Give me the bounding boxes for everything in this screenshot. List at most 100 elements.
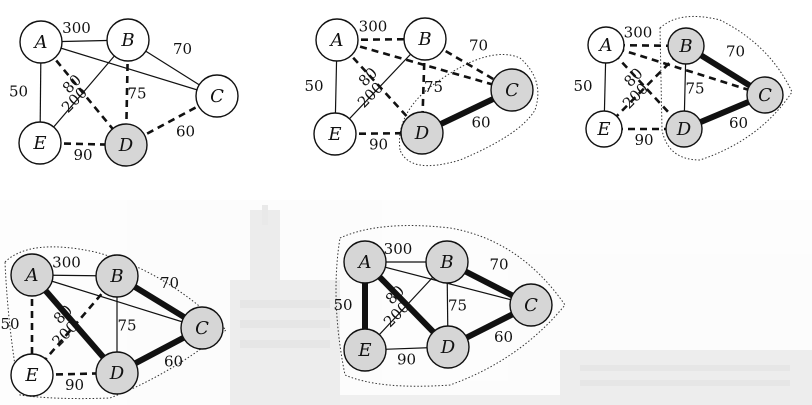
node-label-a: A bbox=[357, 252, 372, 273]
weight-label-ed: 90 bbox=[73, 146, 92, 164]
weight-label-ae: 50 bbox=[9, 83, 28, 101]
node-label-e: E bbox=[32, 133, 46, 154]
node-d bbox=[665, 110, 703, 148]
weight-label-bd: 75 bbox=[448, 297, 467, 315]
node-label-d: D bbox=[118, 135, 134, 156]
tree-region-outline bbox=[399, 54, 539, 167]
weight-label-dc: 60 bbox=[729, 114, 748, 132]
weight-label-bc: 70 bbox=[489, 256, 508, 274]
node-d bbox=[426, 325, 470, 369]
node-label-b: B bbox=[678, 36, 692, 57]
node-a bbox=[343, 240, 387, 284]
edge-be bbox=[603, 45, 687, 130]
node-e bbox=[18, 121, 62, 165]
weight-label-bd: 75 bbox=[685, 80, 704, 98]
node-label-a: A bbox=[598, 35, 613, 56]
node-a bbox=[315, 18, 359, 62]
node-label-d: D bbox=[440, 337, 456, 358]
node-a bbox=[587, 26, 625, 64]
edge-ac bbox=[336, 38, 513, 92]
weight-label-ab: 300 bbox=[384, 240, 413, 258]
node-label-c: C bbox=[210, 86, 224, 107]
node-b bbox=[403, 17, 447, 61]
edge-ac bbox=[605, 43, 766, 97]
node-label-b: B bbox=[439, 252, 453, 273]
weight-label-bd: 75 bbox=[424, 78, 443, 96]
node-label-b: B bbox=[109, 266, 123, 287]
node-c bbox=[746, 76, 784, 114]
edge-ad bbox=[39, 41, 128, 146]
node-label-b: B bbox=[417, 29, 431, 50]
node-label-a: A bbox=[24, 265, 39, 286]
edge-be bbox=[39, 39, 129, 144]
weight-label-be: 200 bbox=[354, 78, 387, 111]
node-label-e: E bbox=[596, 119, 610, 140]
weight-label-dc: 60 bbox=[471, 114, 490, 132]
weight-label-dc: 60 bbox=[176, 123, 195, 141]
node-label-e: E bbox=[357, 340, 371, 361]
node-e bbox=[343, 328, 387, 372]
tree-region-outline bbox=[659, 15, 793, 161]
node-e bbox=[10, 353, 54, 397]
weight-label-ed: 90 bbox=[634, 131, 653, 149]
edge-ac bbox=[40, 41, 218, 97]
weight-label-ae: 50 bbox=[333, 296, 352, 314]
node-a bbox=[19, 20, 63, 64]
weight-label-bc: 70 bbox=[173, 40, 192, 58]
tree-region-outline bbox=[335, 225, 566, 387]
node-e bbox=[585, 110, 623, 148]
node-e bbox=[313, 112, 357, 156]
node-label-b: B bbox=[120, 30, 134, 51]
node-label-a: A bbox=[329, 30, 344, 51]
weight-label-dc: 60 bbox=[494, 328, 513, 346]
node-label-e: E bbox=[327, 124, 341, 145]
node-c bbox=[509, 283, 553, 327]
node-label-d: D bbox=[414, 123, 430, 144]
weight-label-bc: 70 bbox=[469, 37, 488, 55]
node-label-a: A bbox=[33, 32, 48, 53]
weight-label-dc: 60 bbox=[164, 353, 183, 371]
node-label-c: C bbox=[195, 318, 209, 339]
weight-label-ed: 90 bbox=[65, 376, 84, 394]
weight-label-ae: 50 bbox=[304, 77, 323, 95]
node-c bbox=[180, 306, 224, 350]
node-label-c: C bbox=[505, 80, 519, 101]
weight-label-bd: 75 bbox=[117, 317, 136, 335]
weight-label-ab: 300 bbox=[359, 18, 388, 36]
edge-be bbox=[31, 275, 118, 376]
weight-label-ed: 90 bbox=[397, 351, 416, 369]
weight-label-ed: 90 bbox=[369, 136, 388, 154]
node-b bbox=[95, 254, 139, 298]
node-d bbox=[95, 351, 139, 395]
weight-label-bd: 75 bbox=[127, 85, 146, 103]
weight-label-ae: 50 bbox=[0, 315, 19, 333]
node-label-c: C bbox=[758, 85, 772, 106]
node-b bbox=[106, 18, 150, 62]
node-b bbox=[425, 240, 469, 284]
weight-label-ab: 300 bbox=[624, 24, 653, 42]
node-label-e: E bbox=[24, 365, 38, 386]
node-label-d: D bbox=[676, 119, 692, 140]
edge-ac bbox=[31, 274, 203, 329]
node-label-d: D bbox=[109, 363, 125, 384]
node-d bbox=[104, 123, 148, 167]
edge-be bbox=[334, 38, 426, 135]
node-c bbox=[490, 68, 534, 112]
node-label-c: C bbox=[524, 295, 538, 316]
weight-label-ab: 300 bbox=[52, 254, 81, 272]
weight-label-bc: 70 bbox=[160, 274, 179, 292]
node-b bbox=[667, 27, 705, 65]
weight-label-ae: 50 bbox=[573, 77, 592, 95]
node-c bbox=[195, 74, 239, 118]
weight-label-ab: 300 bbox=[62, 19, 91, 37]
node-a bbox=[10, 253, 54, 297]
weight-label-bc: 70 bbox=[726, 43, 745, 61]
node-d bbox=[400, 111, 444, 155]
